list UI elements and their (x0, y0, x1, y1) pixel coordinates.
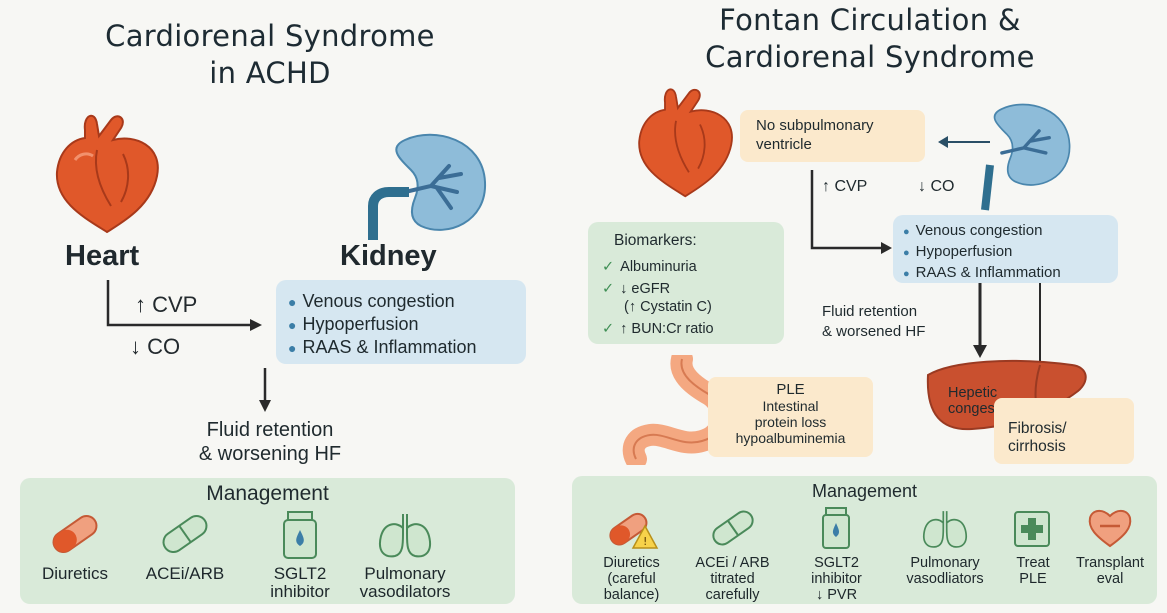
management-acei-arb: ACEi/ARB (130, 508, 240, 583)
left-flow-arrows (106, 280, 271, 412)
mechanism-item: ●Venous congestion (288, 291, 455, 311)
biomarkers-title: Biomarkers: (614, 232, 697, 249)
right-co: ↓ CO (918, 178, 955, 195)
management-diuretics: Diuretics (20, 508, 130, 583)
right-title-line2: Cardiorenal Syndrome (705, 40, 1035, 74)
biomarker-item: ✓Albuminuria (602, 259, 697, 275)
svg-text:!: ! (643, 535, 647, 548)
biomarkers-box: Biomarkers: ✓Albuminuria ✓↓ eGFR (↑ Cyst… (588, 222, 784, 344)
biomarker-item: ✓↓ eGFR (↑ Cystatin C) (602, 281, 712, 315)
right-mechanisms-box: ●Venous congestion ●Hypoperfusion ●RAAS … (893, 215, 1118, 283)
right-fluid-text: Fluid retention & worsened HF (822, 303, 926, 340)
check-icon: ✓ (602, 281, 615, 297)
right-flow-arrows (810, 136, 1041, 368)
liver-illustration (926, 359, 1087, 431)
pill-warning-icon: ! (608, 512, 658, 549)
medical-kit-icon (1014, 511, 1050, 547)
bullet-icon: ● (288, 294, 297, 310)
left-mechanisms-box: ●Venous congestion ●Hypoperfusion ●RAAS … (276, 280, 526, 364)
stomach-intestine-illustration (622, 355, 733, 465)
left-cvp: ↑ CVP (135, 292, 198, 317)
bullet-icon: ● (903, 226, 910, 238)
ple-box: PLE Intestinal protein loss hypoalbumine… (708, 377, 873, 457)
heart-transplant-icon (1088, 510, 1132, 548)
fibrosis-box: Fibrosis/ cirrhosis (994, 398, 1134, 464)
management-pulmonary-vasodilators: Pulmonary vasodliators (890, 506, 1000, 587)
bullet-icon: ● (288, 317, 297, 333)
management-sglt2: SGLT2 inhibitor (245, 508, 355, 601)
bullet-icon: ● (288, 340, 297, 356)
capsule-icon (711, 510, 754, 546)
pill-icon (52, 514, 98, 554)
capsule-icon (162, 514, 208, 554)
lungs-icon (379, 514, 431, 558)
management-transplant-eval: Transplant eval (1065, 506, 1155, 587)
left-title-line2: in ACHD (209, 56, 331, 90)
management-sglt2-pvr: SGLT2 inhibitor ↓ PVR (794, 506, 879, 603)
right-management-panel: Management ! Diuretics (careful balance)… (572, 476, 1157, 604)
left-management-panel: Management Diuretics ACEi/ARB SGLT2 inhi… (20, 478, 515, 604)
right-cvp: ↑ CVP (822, 178, 868, 195)
management-pulmonary-vasodilators: Pulmonary vasodilators (340, 508, 470, 601)
medicine-bottle-icon (821, 507, 850, 549)
left-title-line1: Cardiorenal Syndrome (105, 19, 435, 53)
bullet-icon: ● (903, 247, 910, 259)
management-diuretics-careful: ! Diuretics (careful balance) (584, 506, 679, 603)
right-management-title: Management (811, 481, 918, 501)
check-icon: ✓ (602, 259, 615, 275)
management-acei-arb-titrated: ACEi / ARB titrated carefully (680, 506, 785, 603)
heart-label: Heart (65, 240, 140, 272)
bullet-icon: ● (903, 268, 910, 280)
mechanism-item: ●Hypoperfusion (288, 314, 419, 334)
heart-illustration (55, 114, 159, 234)
mechanism-item: ●Venous congestion (903, 222, 1043, 239)
fontan-heart-illustration (638, 88, 733, 198)
kidney-label: Kidney (340, 240, 437, 272)
right-title: Fontan Circulation & Cardiorenal Syndrom… (590, 2, 1150, 76)
mechanism-item: ●RAAS & Inflammation (288, 337, 477, 357)
right-title-line1: Fontan Circulation & (719, 3, 1021, 37)
left-title: Cardiorenal Syndrome in ACHD (0, 18, 540, 92)
kidney-illustration (368, 133, 487, 240)
check-icon: ✓ (602, 321, 615, 337)
biomarker-item: ✓↑ BUN:Cr ratio (602, 321, 714, 337)
mechanism-item: ●RAAS & Inflammation (903, 264, 1061, 281)
mechanism-item: ●Hypoperfusion (903, 243, 1013, 260)
no-subpulmonary-box: No subpulmonary ventricle (740, 110, 925, 162)
management-treat-ple: Treat PLE (1002, 506, 1064, 587)
medicine-bottle-icon (283, 511, 317, 559)
left-fluid-text: Fluid retention & worsening HF (198, 419, 342, 465)
fontan-kidney-illustration (993, 103, 1071, 186)
left-co: ↓ CO (130, 334, 181, 359)
left-management-title: Management (206, 482, 329, 505)
lungs-icon (923, 511, 967, 548)
